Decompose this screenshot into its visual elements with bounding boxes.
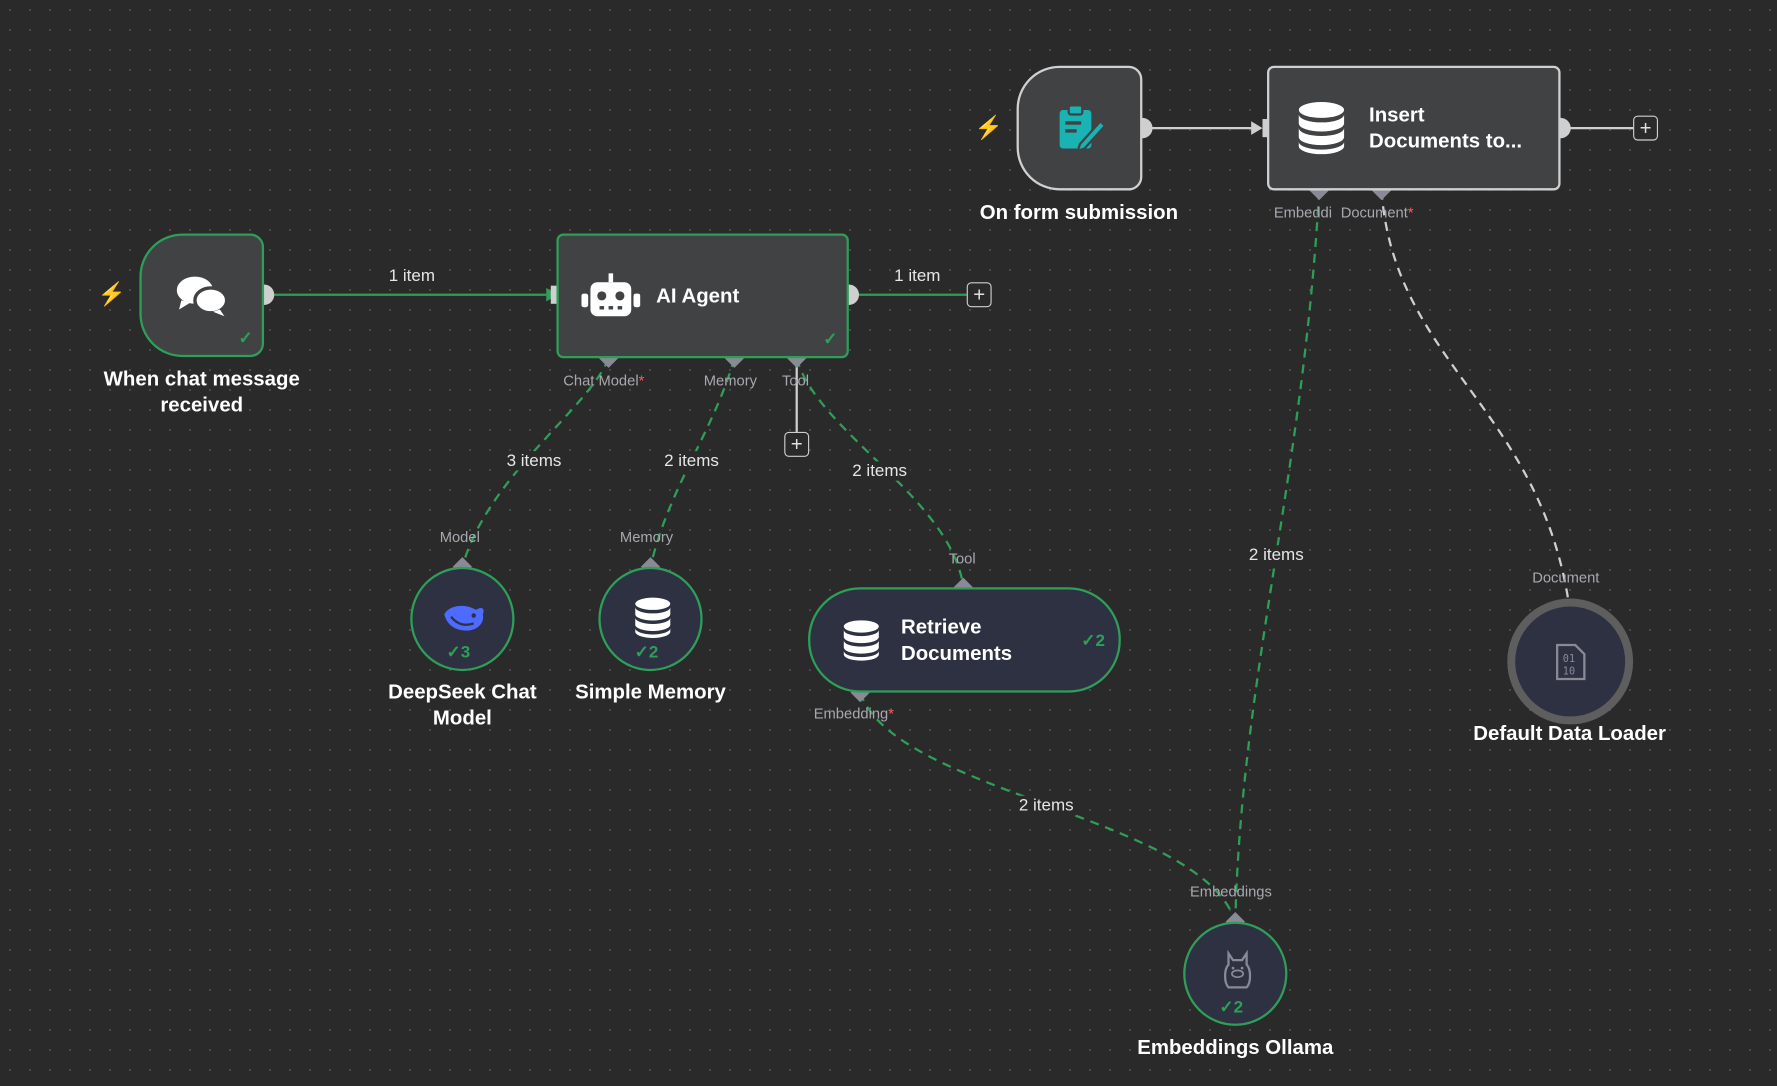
deepseek-whale-icon xyxy=(444,605,484,631)
node-insert-documents[interactable]: Insert Documents to... xyxy=(1267,65,1561,191)
node-ai-agent[interactable]: AI Agent ✓ xyxy=(556,233,849,359)
form-edit-icon xyxy=(1059,104,1105,153)
database-icon xyxy=(843,619,879,661)
port-label-tool: Tool xyxy=(948,549,976,567)
edge-item-count: 2 items xyxy=(848,461,911,481)
node-retrieve-documents[interactable]: Retrieve Documents ✓2 xyxy=(808,587,1121,693)
port-label-memory: Memory xyxy=(703,371,757,389)
port-label-document: Document* xyxy=(1340,204,1414,222)
run-count: 3 xyxy=(460,642,471,663)
node-title: Retrieve Documents xyxy=(900,614,1013,664)
edge-item-count: 2 items xyxy=(660,451,723,471)
port-label-embedding: Embedding* xyxy=(813,705,894,723)
node-label: On form submission xyxy=(979,200,1179,224)
port-label-memory: Memory xyxy=(619,528,674,546)
trigger-bolt-icon: ⚡ xyxy=(97,282,126,308)
node-deepseek-chat-model[interactable]: ✓3 xyxy=(410,566,515,672)
edge-item-count: 1 item xyxy=(385,266,439,286)
run-count: 2 xyxy=(1233,997,1244,1017)
add-tool-button[interactable]: + xyxy=(784,431,810,457)
node-title: Insert Documents to... xyxy=(1369,103,1523,152)
edge-chatmodel-deepseek[interactable] xyxy=(461,357,610,568)
trigger-bolt-icon: ⚡ xyxy=(974,115,1003,141)
success-check-icon: ✓2 xyxy=(634,642,659,663)
success-check-icon: ✓ xyxy=(823,329,838,350)
node-label: Simple Memory xyxy=(575,680,726,703)
edge-item-count: 1 item xyxy=(890,266,944,286)
success-check-icon: ✓ xyxy=(238,328,253,349)
port-label-embeddings: Embeddings xyxy=(1189,883,1272,901)
node-simple-memory[interactable]: ✓2 xyxy=(598,566,703,672)
add-node-button[interactable]: + xyxy=(1633,115,1659,141)
ollama-llama-icon xyxy=(1223,949,1252,989)
run-count: 2 xyxy=(648,642,659,663)
chat-bubbles-icon xyxy=(176,276,229,316)
edge-insert-loader[interactable] xyxy=(1380,190,1571,609)
edge-item-count: 3 items xyxy=(503,451,565,471)
binary-file-icon: 01 10 xyxy=(1556,643,1586,681)
success-check-icon: ✓2 xyxy=(1081,631,1105,651)
add-node-button[interactable]: + xyxy=(966,282,992,308)
edge-insert-embeddings[interactable] xyxy=(1234,190,1321,922)
port-label-document: Document xyxy=(1532,569,1600,587)
node-label: DeepSeek Chat Model xyxy=(388,680,537,729)
database-icon xyxy=(1298,102,1345,155)
node-label: When chat message received xyxy=(103,367,300,417)
node-title: AI Agent xyxy=(656,283,740,307)
node-embeddings-ollama[interactable]: ✓2 xyxy=(1183,921,1288,1026)
node-default-data-loader[interactable]: 01 10 xyxy=(1507,598,1634,725)
port-label-tool: Tool xyxy=(781,371,810,389)
database-icon xyxy=(635,597,671,638)
success-check-icon: ✓2 xyxy=(1219,997,1244,1017)
port-label-model: Model xyxy=(439,528,480,546)
edge-arrowhead xyxy=(1251,121,1263,135)
svg-text:10: 10 xyxy=(1563,666,1575,677)
svg-text:01: 01 xyxy=(1563,654,1575,665)
edge-memory-simple[interactable] xyxy=(649,357,736,568)
robot-icon xyxy=(581,273,641,317)
edge-item-count: 2 items xyxy=(1245,545,1308,565)
node-chat-trigger[interactable]: ✓ xyxy=(139,233,265,358)
port-label-embedding: Embeddi xyxy=(1273,204,1332,222)
node-label: Default Data Loader xyxy=(1473,722,1666,745)
run-count: 2 xyxy=(1095,631,1105,651)
input-handle[interactable] xyxy=(550,285,561,304)
port-label-chat-model: Chat Model* xyxy=(563,371,645,389)
success-check-icon: ✓3 xyxy=(446,642,471,663)
node-form-trigger[interactable] xyxy=(1016,65,1143,191)
node-label: Embeddings Ollama xyxy=(1137,1036,1334,1059)
edge-item-count: 2 items xyxy=(1015,795,1078,816)
